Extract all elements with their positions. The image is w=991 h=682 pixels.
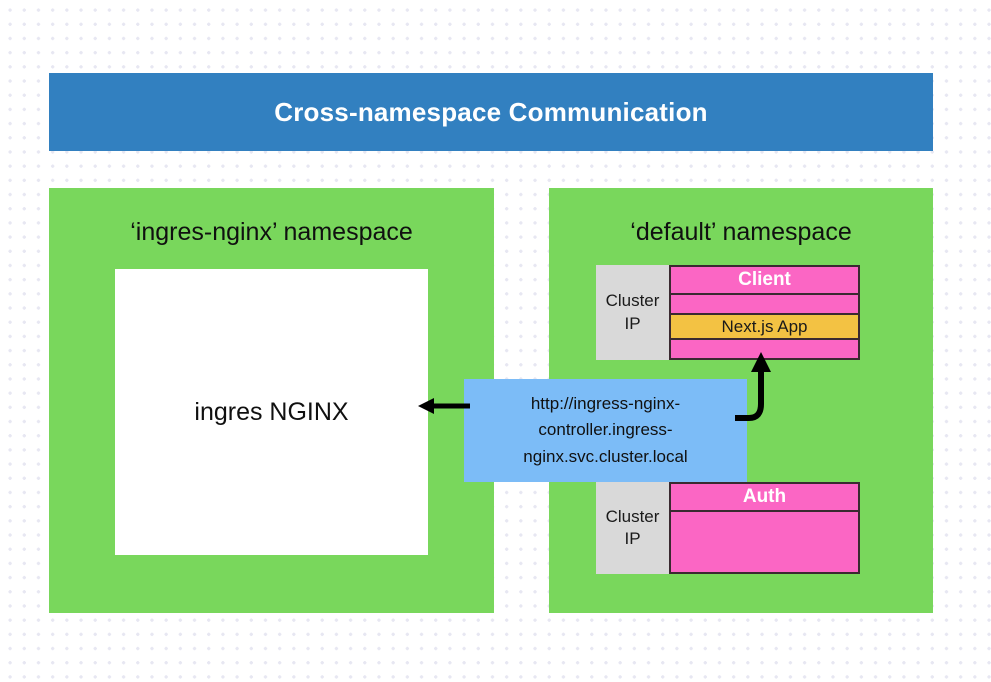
ingres-nginx-box: ingres NGINX xyxy=(115,269,428,555)
service-auth: Cluster IP Auth xyxy=(596,482,860,574)
service-client-pod-slot-1 xyxy=(671,293,858,313)
service-client-rows: Client Next.js App xyxy=(669,265,860,360)
service-url-line-1: http://ingress-nginx- xyxy=(530,393,681,413)
ingres-nginx-label: ingres NGINX xyxy=(194,397,349,426)
service-client-app-label: Next.js App xyxy=(721,316,808,336)
cluster-ip-label-client: Cluster IP xyxy=(596,265,669,360)
service-client: Cluster IP Client Next.js App xyxy=(596,265,860,360)
arrow-callout-to-nginx-icon xyxy=(418,398,470,414)
cluster-ip-line-1: Cluster xyxy=(605,291,660,311)
service-auth-header: Auth xyxy=(671,484,858,510)
diagram-title-bar: Cross-namespace Communication xyxy=(49,73,933,151)
service-client-header: Client xyxy=(671,267,858,293)
service-auth-body xyxy=(671,510,858,572)
arrow-callout-to-client-icon xyxy=(735,352,771,421)
service-url-text: http://ingress-nginx- controller.ingress… xyxy=(523,391,687,470)
service-client-app-row: Next.js App xyxy=(671,313,858,338)
cluster-ip-line-2: IP xyxy=(624,313,641,333)
cluster-ip-label-auth: Cluster IP xyxy=(596,482,669,574)
cluster-ip-line-2: IP xyxy=(624,529,641,548)
service-url-line-3: nginx.svc.cluster.local xyxy=(523,446,688,466)
service-url-callout: http://ingress-nginx- controller.ingress… xyxy=(464,379,747,482)
service-url-line-2: controller.ingress- xyxy=(538,420,673,440)
cluster-ip-line-1: Cluster xyxy=(605,506,660,526)
service-client-title: Client xyxy=(738,269,791,290)
service-client-pod-slot-2 xyxy=(671,338,858,358)
service-auth-rows: Auth xyxy=(669,482,860,574)
namespace-label-default: ‘default’ namespace xyxy=(630,218,852,246)
service-auth-title: Auth xyxy=(742,486,787,507)
namespace-label-ingres-nginx: ‘ingres-nginx’ namespace xyxy=(130,218,413,246)
page-title: Cross-namespace Communication xyxy=(274,96,708,127)
